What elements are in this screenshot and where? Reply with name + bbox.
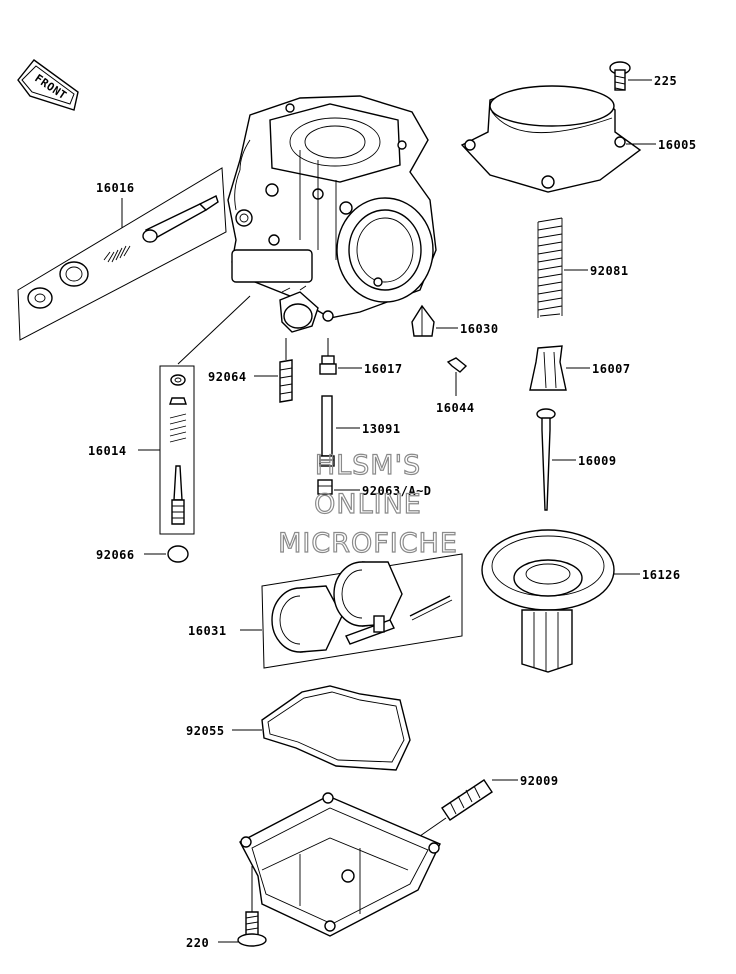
watermark-line-2: ONLINE — [314, 489, 422, 520]
spring-92081: 92081 — [537, 217, 629, 318]
callout-220: 220 — [186, 936, 209, 950]
needle-holder-16007: 16007 — [529, 345, 631, 391]
callout-16009: 16009 — [578, 454, 617, 468]
cap-92066: 92066 — [96, 545, 189, 563]
jet-needle-16009: 16009 — [536, 408, 617, 511]
pilot-screw-kit-16016: 16016 — [17, 167, 227, 341]
starter-plunger-kit-16014: 16014 — [88, 295, 251, 535]
main-jet-92063: 92063/A~D — [317, 479, 432, 498]
callout-92009: 92009 — [520, 774, 559, 788]
jet-16017: 16017 — [319, 338, 403, 376]
callout-16030: 16030 — [460, 322, 499, 336]
float-bowl — [239, 792, 441, 937]
screw-225: 225 — [609, 61, 677, 91]
callout-16016: 16016 — [96, 181, 135, 195]
needle-jet-13091: 13091 — [319, 395, 401, 467]
callout-92055: 92055 — [186, 724, 225, 738]
drain-screw-92009: 92009 — [419, 774, 559, 837]
callout-92064: 92064 — [208, 370, 247, 384]
throttle-kit-16031: 16031 — [188, 553, 463, 669]
top-cover-16005: 16005 — [460, 85, 697, 193]
callout-225: 225 — [654, 74, 677, 88]
callout-16007: 16007 — [592, 362, 631, 376]
float-valve-16030: 16030 — [411, 304, 499, 337]
callout-16126: 16126 — [642, 568, 681, 582]
callout-16017: 16017 — [364, 362, 403, 376]
carburetor-body — [227, 95, 437, 333]
watermark-line-1: HLSM'S — [315, 450, 421, 481]
gasket-92055: 92055 — [186, 685, 411, 771]
callout-16005: 16005 — [658, 138, 697, 152]
watermark-line-3: MICROFICHE — [278, 528, 458, 559]
callout-13091: 13091 — [362, 422, 401, 436]
callout-16014: 16014 — [88, 444, 127, 458]
clip-16044: 16044 — [436, 357, 475, 415]
callout-92066: 92066 — [96, 548, 135, 562]
screw-92064: 92064 — [208, 338, 293, 403]
callout-16031: 16031 — [188, 624, 227, 638]
callout-92081: 92081 — [590, 264, 629, 278]
front-arrow-badge: FRONT — [17, 59, 79, 111]
vacuum-piston-16126: 16126 — [481, 529, 681, 673]
callout-92063: 92063/A~D — [362, 484, 432, 498]
bowl-screw-220: 220 — [186, 866, 267, 950]
watermark: HLSM'S ONLINE MICROFICHE — [277, 449, 458, 559]
callout-16044: 16044 — [436, 401, 475, 415]
